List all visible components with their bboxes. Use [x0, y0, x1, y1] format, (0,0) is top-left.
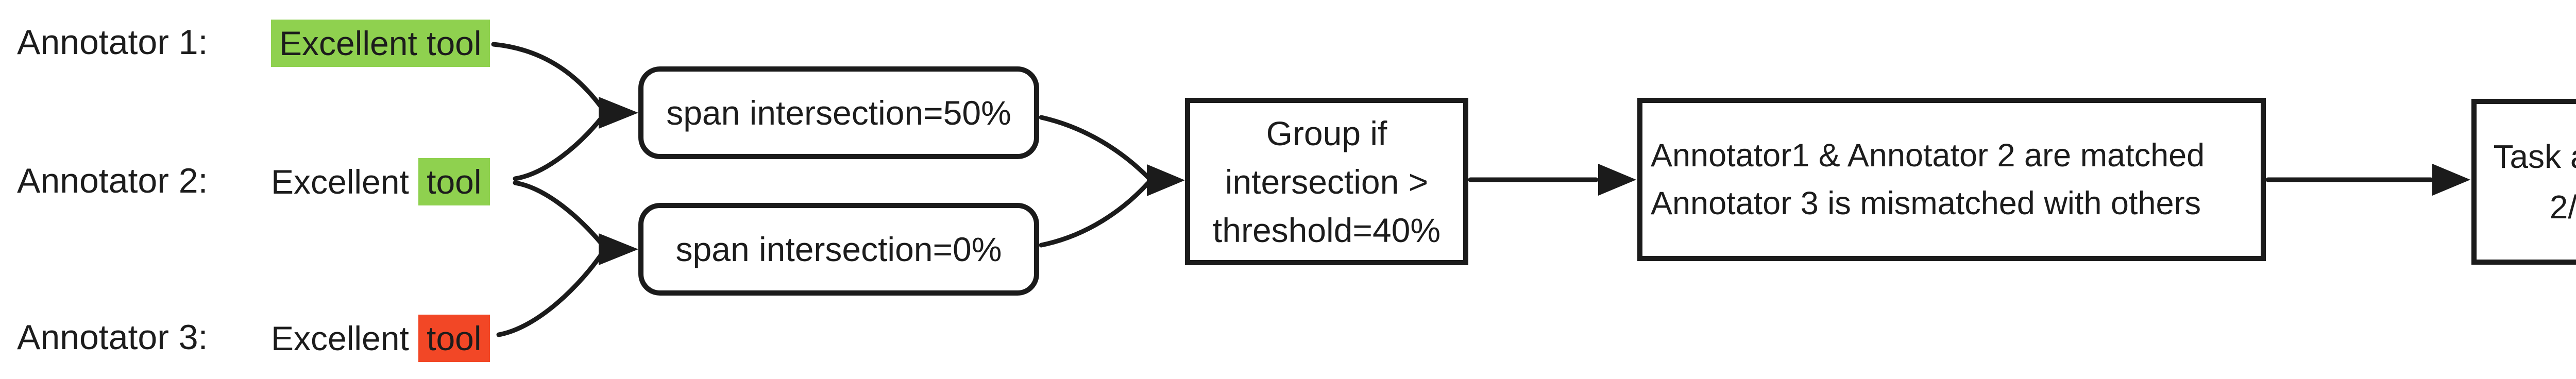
annotator3-highlight-span: tool — [418, 315, 490, 362]
match-result-line1: Annotator1 & Annotator 2 are matched — [1651, 137, 2205, 174]
task-agreement-line1: Task agreement: — [2493, 138, 2576, 175]
group-threshold-box: Group if intersection > threshold=40% — [1185, 98, 1468, 265]
arrowhead-into-group — [1147, 164, 1185, 196]
task-agreement-line2: 2/3=67% — [2549, 188, 2576, 226]
task-agreement-box: Task agreement: 2/3=67% — [2471, 99, 2576, 265]
arrowhead-into-span0 — [599, 233, 638, 265]
annotator2-highlight-span: tool — [418, 158, 490, 205]
span-intersection-0-box: span intersection=0% — [638, 203, 1039, 296]
curve-span50-to-group — [1039, 115, 1150, 180]
match-result-line2: Annotator 3 is mismatched with others — [1651, 185, 2201, 221]
curve-annotator1-to-span50 — [491, 42, 605, 112]
span-intersection-50-box: span intersection=50% — [638, 66, 1039, 159]
group-box-line1: Group if — [1266, 114, 1387, 152]
annotator3-label: Annotator 3: — [17, 318, 208, 357]
annotator3-plain-text: Excellent — [271, 319, 419, 357]
group-box-line3: threshold=40% — [1212, 211, 1441, 249]
curve-annotator2-to-span50 — [513, 114, 605, 181]
annotator3-annotation: Excellent tool — [271, 315, 490, 362]
span-intersection-50-label: span intersection=50% — [666, 94, 1011, 132]
annotator1-highlight-span: Excellent tool — [271, 20, 490, 67]
arrowhead-into-span50 — [599, 97, 638, 129]
match-result-box: Annotator1 & Annotator 2 are matched Ann… — [1637, 98, 2266, 261]
annotator2-plain-text: Excellent — [271, 163, 419, 201]
arrowhead-into-task — [2432, 164, 2470, 196]
curve-span0-to-group — [1039, 181, 1150, 248]
annotator2-label: Annotator 2: — [17, 161, 208, 200]
annotator1-label: Annotator 1: — [17, 23, 208, 62]
group-box-line2: intersection > — [1225, 162, 1429, 201]
curve-annotator2-to-span0 — [513, 180, 605, 248]
annotator2-annotation: Excellent tool — [271, 158, 490, 205]
span-intersection-0-label: span intersection=0% — [675, 230, 1002, 268]
curve-annotator3-to-span0 — [496, 250, 605, 337]
arrowhead-into-result — [1598, 164, 1636, 196]
annotator1-annotation: Excellent tool — [271, 20, 490, 67]
